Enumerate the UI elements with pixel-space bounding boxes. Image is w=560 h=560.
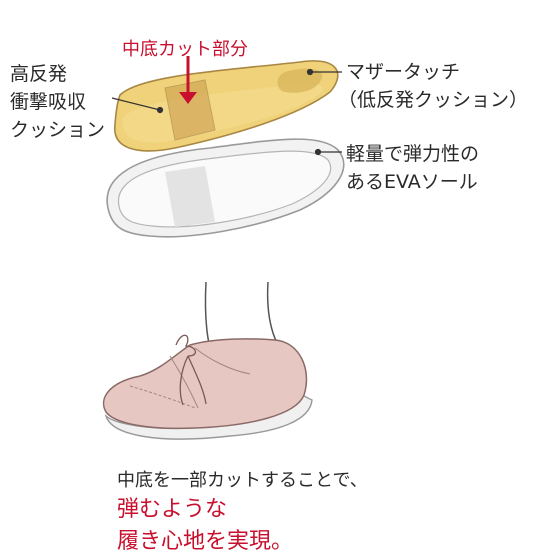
caption-line2: 弾むような [117, 497, 228, 522]
eva-cut-region [165, 166, 215, 227]
cushion-label-line1: 高反発 [10, 63, 68, 85]
cushion-label-line3: クッション [10, 119, 106, 141]
eva-sole-layer [106, 138, 345, 238]
mother-touch-label-line1: マザータッチ [346, 61, 461, 83]
leader-lines [111, 68, 342, 156]
caption-line1: 中底を一部カットすることで、 [117, 470, 368, 491]
shoe-on-foot [102, 281, 313, 440]
caption: 中底を一部カットすることで、 弾むような 履き心地を実現。 [117, 468, 368, 558]
caption-line3: 履き心地を実現。 [117, 529, 294, 554]
eva-sole-label-line1: 軽量で弾力性の [346, 143, 480, 165]
mother-touch-label-line2: （低反発クッション） [338, 89, 529, 111]
cut-part-arrow [179, 56, 197, 104]
cushion-label: 高反発 衝撃吸収 クッション [10, 60, 105, 144]
cut-part-region [164, 79, 216, 141]
eva-sole-label: 軽量で弾力性の あるEVAソール [346, 140, 479, 196]
insole-layer [114, 60, 339, 152]
cut-part-label: 中底カット部分 [122, 39, 248, 60]
cushion-label-line2: 衝撃吸収 [10, 91, 87, 113]
eva-sole-label-line2: あるEVAソール [346, 171, 478, 193]
mother-touch-label: マザータッチ （低反発クッション） [338, 58, 528, 114]
